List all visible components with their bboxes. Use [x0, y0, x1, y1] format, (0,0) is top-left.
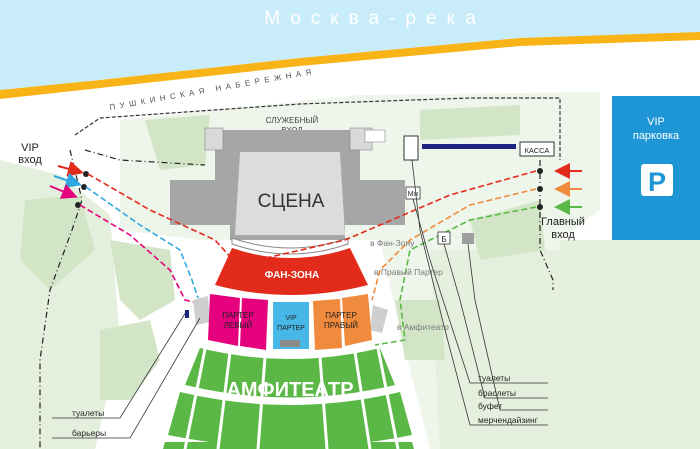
parterre-right-area	[313, 299, 342, 350]
legend-right-buffet: буфет	[478, 401, 502, 411]
buffet-icon	[462, 233, 474, 244]
vip-arrow-pink	[49, 184, 78, 199]
vip-entrance-line1: VIP	[21, 142, 39, 154]
vip-entrance-line2: вход	[18, 154, 42, 166]
river-area	[0, 0, 700, 90]
route-vip-pink	[79, 204, 206, 306]
left-wc-icon	[185, 310, 189, 318]
legend-left-barriers: барьеры	[72, 428, 106, 438]
vip-checkpoint-1	[83, 171, 89, 177]
vip-checkpoint-2	[81, 184, 87, 190]
river-label: Москва-река	[264, 8, 486, 29]
stage-label: СЦЕНА	[258, 191, 325, 212]
legend-right-leaders	[411, 159, 548, 426]
entrance-booth	[403, 135, 419, 161]
lawn-7	[20, 195, 95, 290]
lawn-4	[470, 200, 545, 260]
parterre-right-area-2	[342, 294, 372, 346]
stage-stairs-left	[204, 127, 224, 151]
parterre-right-line2: ПРАВЫЙ	[324, 321, 358, 330]
parking-sign-letter: P	[648, 167, 666, 197]
main-checkpoint-3	[537, 204, 543, 210]
side-block-right	[370, 305, 388, 333]
fan-zone-label: ФАН-ЗОНА	[265, 270, 319, 281]
parking-sign-icon	[641, 164, 673, 196]
parterre-left-line2: ЛЕВЫЙ	[224, 321, 253, 330]
vip-checkpoint-3	[75, 202, 81, 208]
amphitheater-label: АМФИТЕАТР	[226, 379, 353, 401]
route-main-green	[374, 206, 537, 346]
route-label-fan-zone: в Фан-Зону	[370, 238, 415, 248]
lawn-3	[420, 105, 520, 140]
kassa-box	[519, 141, 555, 157]
perimeter-top	[84, 149, 206, 166]
route-vip-blue	[85, 186, 199, 299]
amphitheater-aisles	[183, 347, 400, 449]
parterre-left-area-2	[240, 298, 268, 350]
lawn-6	[145, 115, 210, 170]
lawn-5	[395, 300, 445, 360]
turnstiles	[422, 144, 516, 149]
lawn-2	[100, 320, 160, 400]
route-label-amphitheater: в Амфитеатр	[397, 322, 449, 332]
vip-parterre-control	[280, 340, 300, 347]
service-path	[74, 97, 561, 160]
service-entrance-line1: СЛУЖЕБНЫЙ	[266, 116, 319, 125]
perimeter-left	[39, 149, 83, 449]
route-vip-red	[87, 173, 236, 263]
parterre-right-line1: ПАРТЕР	[325, 311, 357, 320]
fan-zone-area	[215, 248, 368, 295]
amphitheater-sections	[163, 348, 414, 449]
route-main-red	[234, 170, 537, 266]
parterre-left-area	[208, 294, 240, 346]
legend-left-wc: туалеты	[72, 408, 104, 418]
stage-floor	[235, 152, 345, 235]
kassa-label: КАССА	[525, 146, 550, 155]
bracelets-label: Б	[441, 235, 446, 244]
vip-parterre-line2: ПАРТЕР	[277, 325, 305, 332]
legend-right-wc: туалеты	[478, 373, 510, 383]
route-main-orange	[371, 188, 537, 301]
lawn-1	[110, 240, 175, 320]
park-area-right	[430, 250, 560, 449]
side-block-left	[193, 296, 210, 325]
vip-parking-line1: VIP	[647, 116, 665, 128]
main-entrance-line2: вход	[551, 229, 575, 241]
vip-arrow-blue	[53, 172, 82, 188]
wc-label: Мж	[408, 191, 419, 198]
stage-stairs-side	[364, 129, 386, 143]
route-label-right-parterre: в Правый Партер	[374, 267, 443, 277]
parterre-left-line1: ПАРТЕР	[222, 311, 254, 320]
embankment-sand	[0, 32, 700, 99]
main-checkpoint-1	[537, 168, 543, 174]
vip-arrow-red	[57, 161, 84, 177]
vip-parking-line2: парковка	[633, 130, 680, 142]
stage-front-edge	[231, 237, 349, 255]
legend-right-bracelets: браслеты	[478, 388, 516, 398]
main-checkpoint-2	[537, 186, 543, 192]
park-area-right-2	[560, 240, 700, 449]
vip-parterre-line1: VIP	[285, 315, 297, 322]
main-entrance-line1: Главный	[541, 216, 585, 228]
legend-right-merch: мерчендайзинг	[478, 415, 538, 425]
legend-left-leaders	[52, 311, 201, 439]
